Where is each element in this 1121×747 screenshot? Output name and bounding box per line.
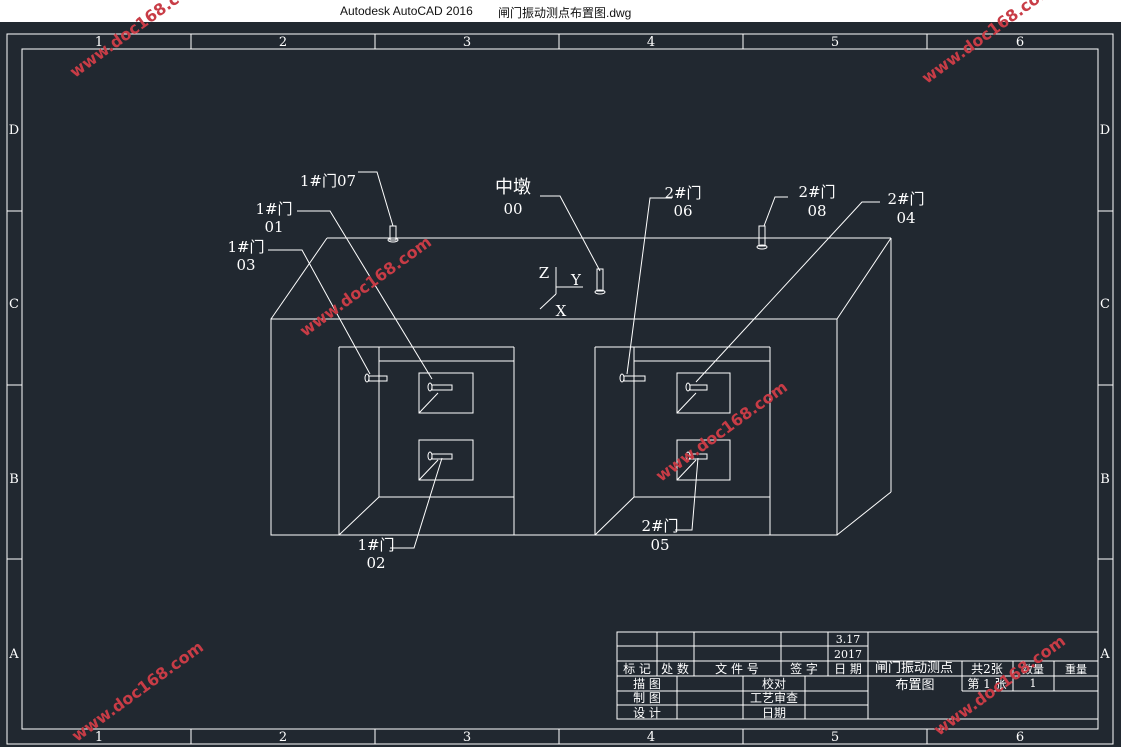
point-01-code: 01 xyxy=(264,218,283,236)
header-signature: 签 字 xyxy=(790,661,818,676)
check-label: 校对 xyxy=(762,676,786,691)
axis-y-label: Y xyxy=(570,271,582,289)
axis-x-label: X xyxy=(556,302,567,320)
measurement-point-labels: 1#门07 1#门 01 1#门 03 中墩 00 2#门 06 2#门 08 … xyxy=(227,172,924,572)
column-label: 4 xyxy=(647,35,655,50)
date-year: 2017 xyxy=(834,648,862,661)
row-design: 设 计 xyxy=(633,706,661,720)
inner-frame xyxy=(21,48,1099,730)
document-title: 闸门振动测点布置图.dwg xyxy=(498,6,632,20)
sensor-06-icon xyxy=(619,373,646,383)
point-02-gate: 1#门 xyxy=(357,536,394,554)
column-label: 1 xyxy=(95,35,103,50)
column-label: 1 xyxy=(95,730,103,745)
title-block-text: 3.17 2017 标 记 处 数 文 件 号 签 字 日 期 闸门振动测点 布… xyxy=(623,633,1087,720)
sensor-00-icon xyxy=(594,268,606,295)
row-label: A xyxy=(8,647,19,662)
sensor-08-icon xyxy=(756,225,768,250)
outer-frame xyxy=(6,33,1114,745)
quantity-label: 数量 xyxy=(1022,663,1044,676)
sensor-02-icon xyxy=(427,451,453,461)
point-08-code: 08 xyxy=(807,202,826,220)
axis-z-label: Z xyxy=(539,264,549,282)
sensor-markers xyxy=(364,225,768,461)
header-mark: 标 记 xyxy=(623,662,651,676)
point-04-gate: 2#门 xyxy=(887,190,924,208)
point-04-code: 04 xyxy=(896,209,915,227)
point-03-gate: 1#门 xyxy=(227,238,264,256)
column-label: 6 xyxy=(1016,35,1024,50)
row-label: B xyxy=(1100,472,1110,487)
window-titlebar: Autodesk AutoCAD 2016 闸门振动测点布置图.dwg xyxy=(0,0,1121,22)
column-label: 2 xyxy=(279,35,287,50)
point-08-gate: 2#门 xyxy=(798,183,835,201)
point-05-gate: 2#门 xyxy=(641,517,678,535)
row-label: D xyxy=(9,123,19,138)
point-01-gate: 1#门 xyxy=(255,200,292,218)
date-label: 日期 xyxy=(762,706,786,720)
row-trace: 描 图 xyxy=(633,677,661,691)
center-pier-name: 中墩 xyxy=(495,177,531,198)
column-label: 4 xyxy=(647,730,655,745)
point-02-code: 02 xyxy=(366,554,385,572)
center-pier-code: 00 xyxy=(503,200,522,218)
app-title: Autodesk AutoCAD 2016 xyxy=(340,4,473,18)
drawing-name-line1: 闸门振动测点 xyxy=(875,661,953,676)
process-review-label: 工艺审查 xyxy=(750,690,798,705)
point-05-code: 05 xyxy=(650,536,669,554)
sensor-01-icon xyxy=(427,382,453,392)
point-06-code: 06 xyxy=(673,202,692,220)
leader-lines xyxy=(268,171,880,549)
drawing-canvas[interactable]: 1 2 3 4 5 6 1 2 3 4 5 6 D C B A D C B A … xyxy=(0,22,1121,747)
sheet-current: 第 1 张 xyxy=(967,677,1006,691)
quantity-value: 1 xyxy=(1030,677,1037,690)
date-month: 3.17 xyxy=(836,633,861,646)
sensor-07-icon xyxy=(387,225,399,243)
row-label: D xyxy=(1100,123,1110,138)
row-ticks xyxy=(7,210,1113,560)
header-count: 处 数 xyxy=(661,661,689,676)
sensor-05-icon xyxy=(685,451,708,461)
column-ticks xyxy=(190,34,928,744)
point-03-code: 03 xyxy=(236,256,255,274)
header-date: 日 期 xyxy=(834,662,862,676)
row-label: B xyxy=(9,472,19,487)
title-block-grid xyxy=(616,631,1099,720)
sensor-03-icon xyxy=(364,373,388,383)
drawing-name-line2: 布置图 xyxy=(895,678,934,693)
row-label: C xyxy=(1100,297,1110,312)
header-file-no: 文 件 号 xyxy=(715,661,759,676)
ucs-axis-icon xyxy=(539,267,583,310)
column-label: 3 xyxy=(463,35,471,50)
row-draw: 制 图 xyxy=(633,691,661,705)
column-label: 3 xyxy=(463,730,471,745)
sensor-04-icon xyxy=(685,382,708,392)
weight-label: 重量 xyxy=(1065,662,1087,676)
gate-structure xyxy=(270,237,892,536)
column-label: 5 xyxy=(831,35,839,50)
row-label: A xyxy=(1099,647,1110,662)
row-label: C xyxy=(9,297,19,312)
column-label: 6 xyxy=(1016,730,1024,745)
point-07-label: 1#门07 xyxy=(300,172,356,190)
column-label: 2 xyxy=(279,730,287,745)
frame-labels: 1 2 3 4 5 6 1 2 3 4 5 6 D C B A D C B A xyxy=(8,35,1110,745)
point-06-gate: 2#门 xyxy=(664,184,701,202)
sheets-total: 共2张 xyxy=(971,662,1003,676)
column-label: 5 xyxy=(831,730,839,745)
